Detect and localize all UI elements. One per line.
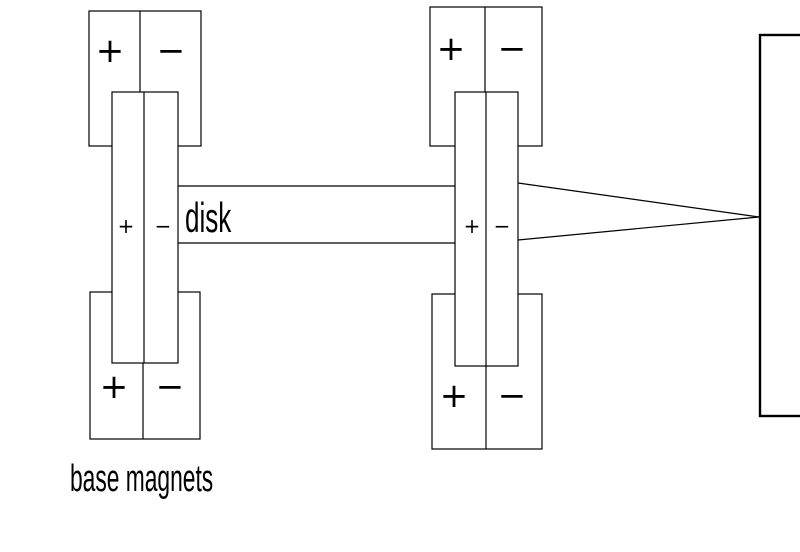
minus-sign: − [494, 214, 511, 238]
disk-label: disk [185, 195, 232, 242]
plus-sign: + [464, 214, 481, 238]
minus-sign: − [155, 214, 172, 238]
left-vertical-magnet: + − [111, 91, 179, 364]
plus-sign: + [100, 367, 129, 407]
right-box [758, 33, 800, 418]
right-vertical-magnet: + − [454, 91, 519, 367]
right-bottom-base-magnet: + − [431, 293, 543, 450]
base-magnets-label: base magnets [70, 457, 213, 499]
plus-sign: + [437, 29, 466, 69]
converging-lines [517, 182, 760, 241]
right-top-base-magnet: + − [429, 6, 543, 147]
minus-sign: − [156, 367, 185, 407]
minus-sign: − [157, 31, 186, 71]
plus-sign: + [440, 376, 469, 416]
plus-sign: + [96, 31, 125, 71]
disk: disk [178, 185, 455, 244]
minus-sign: − [498, 376, 527, 416]
plus-sign: + [118, 214, 135, 238]
minus-sign: − [498, 29, 527, 69]
